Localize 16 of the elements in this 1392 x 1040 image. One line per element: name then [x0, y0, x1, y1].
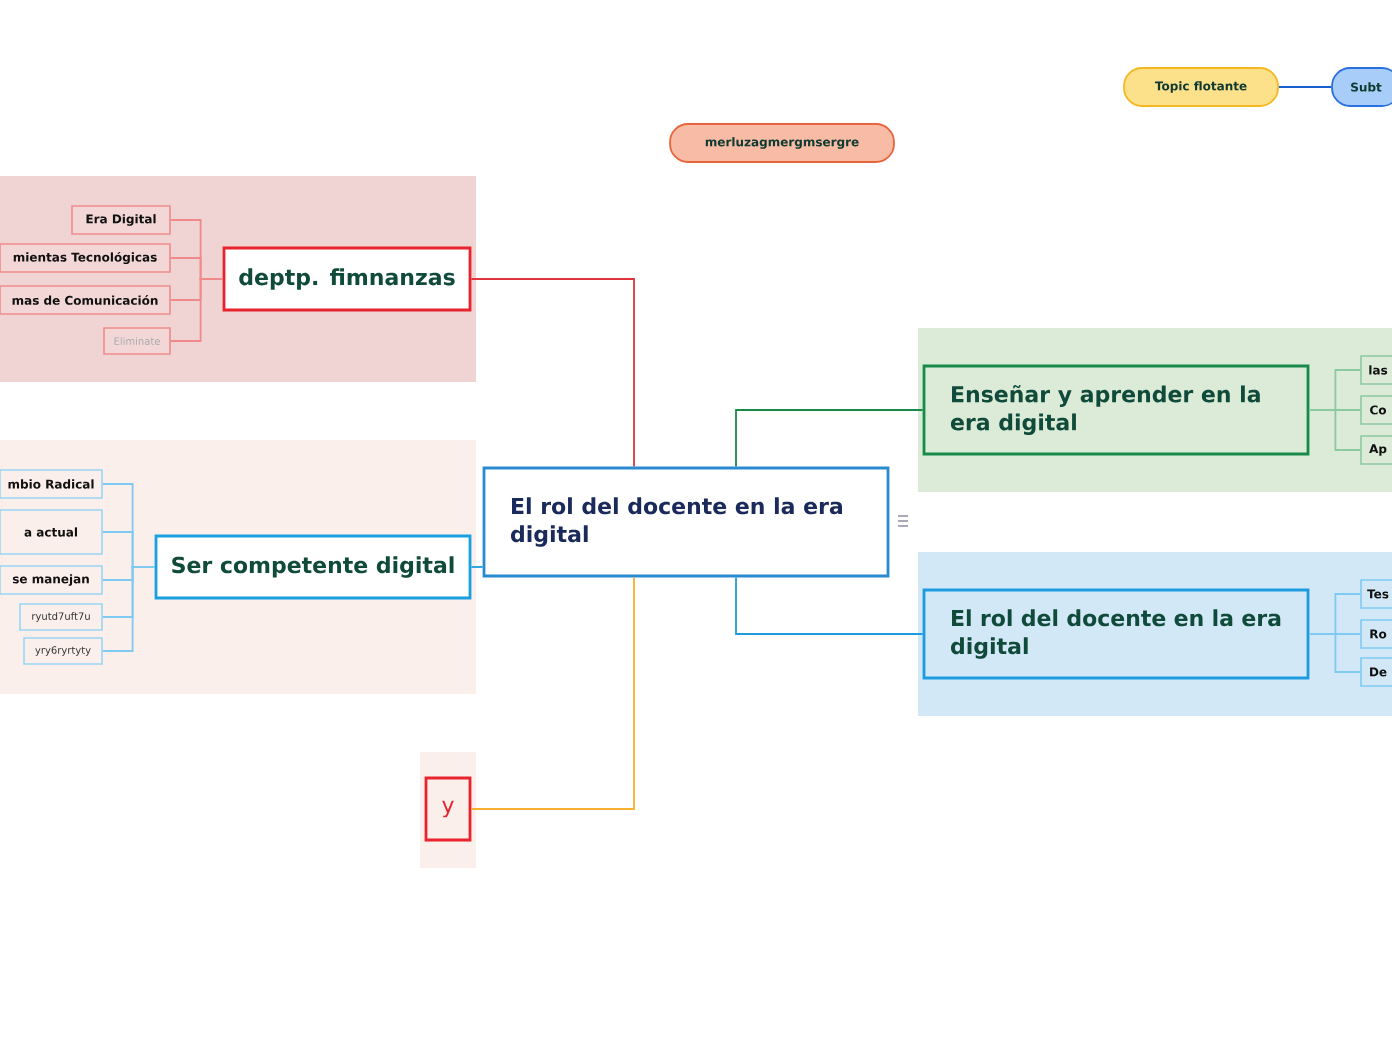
connector-line [101, 566, 156, 652]
connector-line [1308, 633, 1362, 673]
connector-line [169, 278, 224, 342]
connector-line [470, 278, 635, 468]
topic-box: y [424, 776, 472, 842]
topic-box: El rol del docente en la era digital [922, 588, 1310, 680]
connector-line [470, 576, 635, 810]
topic-box: deptp. fimnanzas [222, 246, 472, 312]
connector-line [735, 409, 924, 468]
topic-box: Ser competente digital [154, 534, 472, 600]
central-topic-box: El rol del docente en la era digital [482, 466, 890, 578]
connector-line [470, 566, 484, 568]
connector-line [1278, 86, 1332, 88]
connector-line [1308, 409, 1362, 451]
connector-line [735, 576, 924, 635]
topic-box: Enseñar y aprender en la era digital [922, 364, 1310, 456]
